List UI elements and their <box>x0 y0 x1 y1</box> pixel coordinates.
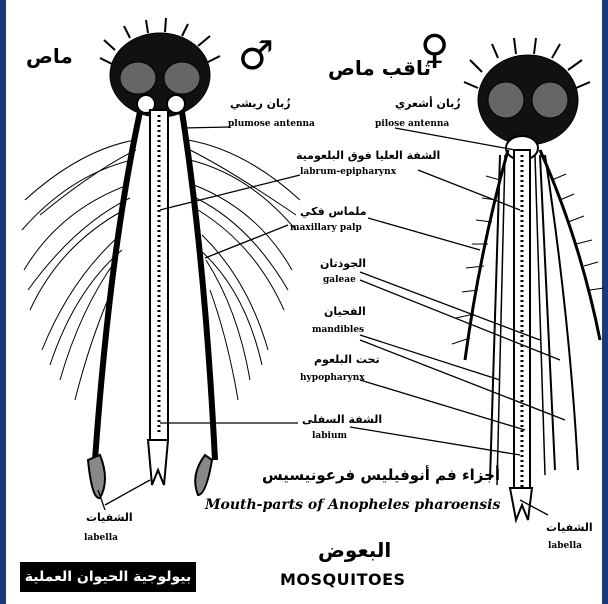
mandibles-label-ar: الفحيان <box>324 306 366 317</box>
labrum-label-ar: الشفة العليا فوق البلعومية <box>296 150 440 161</box>
footer-banner: بيولوجية الحيوان العملية <box>20 562 196 592</box>
hypopharynx-label-ar: تحت البلعوم <box>314 354 380 365</box>
labella-right-label-ar: الشفيات <box>546 522 593 533</box>
caption-arabic: أجزاء فم أنوفيليس فرعونيسيس <box>262 468 500 483</box>
male-title: ماص <box>26 46 73 66</box>
pilose-antenna-label-ar: زُبان أشعري <box>395 98 461 109</box>
male-symbol: ♂ <box>238 36 274 76</box>
labella-left-label-ar: الشفيات <box>86 512 133 523</box>
male-mosquito-head <box>100 18 220 117</box>
female-mouthparts <box>490 150 578 520</box>
plumose-antenna-label-ar: زُبان ريشي <box>230 98 291 109</box>
caption-english: Mouth-parts of Anopheles pharoensis <box>205 498 500 512</box>
labium-label-ar: الشفة السفلى <box>302 414 382 425</box>
labella-left-label-en: labella <box>84 534 118 543</box>
title-arabic: البعوض <box>318 540 391 560</box>
title-english: MOSQUITOES <box>280 572 406 588</box>
labium-label-en: labium <box>312 432 347 441</box>
right-frame-bar <box>602 0 608 604</box>
left-frame-bar <box>0 0 6 604</box>
labrum-label-en: labrum-epipharynx <box>300 168 396 177</box>
plumose-antenna-label-en: plumose antenna <box>228 120 315 129</box>
female-mosquito-head <box>464 38 590 160</box>
labella-right-label-en: labella <box>548 542 582 551</box>
female-title: ثاقب ماص <box>328 58 431 78</box>
maxillary-palp-label-ar: ملماس فكي <box>300 206 367 217</box>
pilose-antenna-label-en: pilose antenna <box>375 120 449 129</box>
maxillary-palp-label-en: maxillary palp <box>290 224 362 233</box>
hypopharynx-label-en: hypopharynx <box>300 374 365 383</box>
galeae-label-ar: الجوذتان <box>320 258 366 269</box>
mandibles-label-en: mandibles <box>312 326 364 335</box>
galeae-label-en: galeae <box>323 276 356 285</box>
